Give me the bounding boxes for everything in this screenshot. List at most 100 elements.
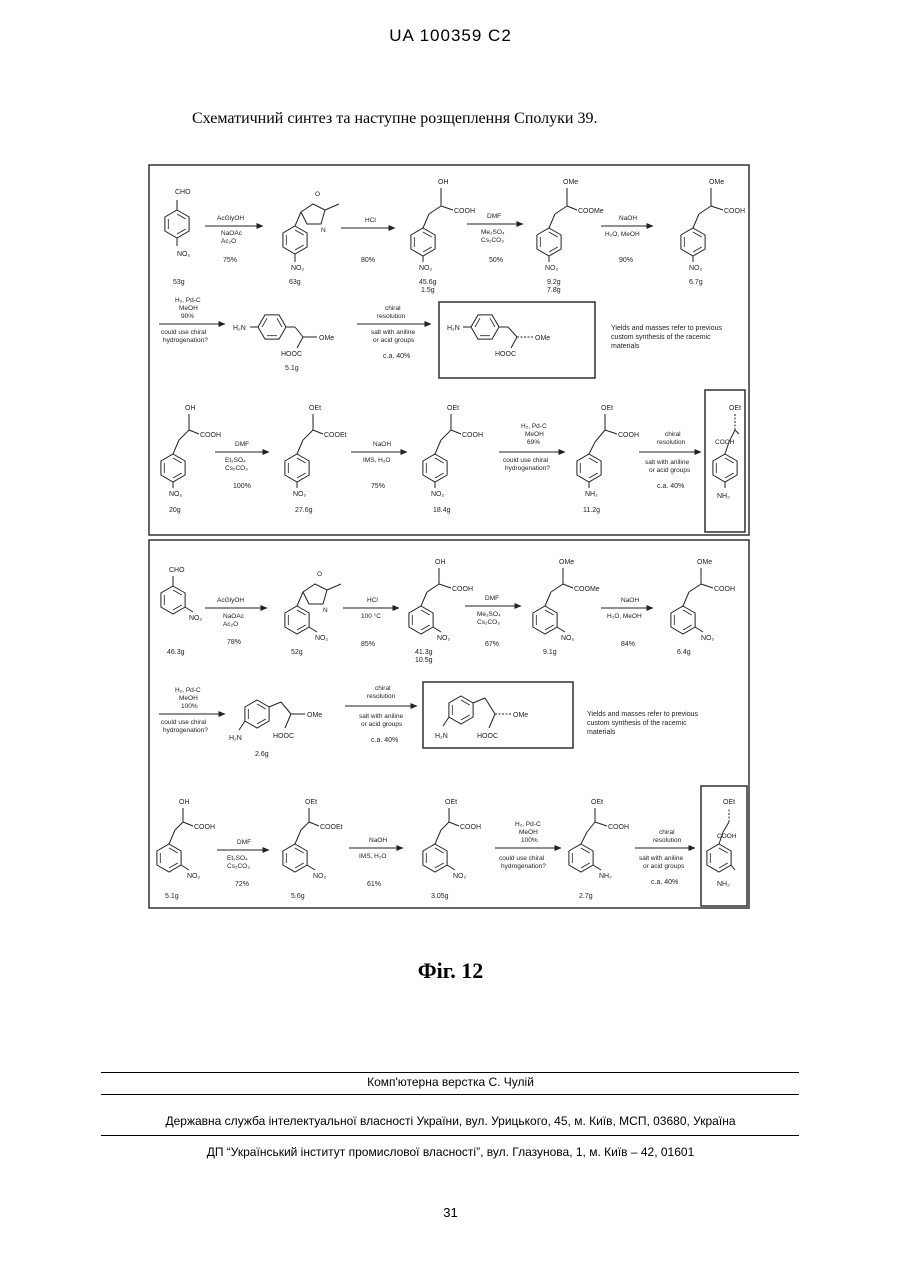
svg-text:NaOH: NaOH	[369, 837, 387, 844]
svg-text:OEt: OEt	[591, 799, 603, 806]
svg-text:OH: OH	[438, 179, 449, 186]
svg-text:18.4g: 18.4g	[433, 507, 451, 514]
svg-text:H₂N: H₂N	[447, 325, 460, 332]
svg-text:COOMe: COOMe	[578, 208, 604, 215]
svg-text:OMe: OMe	[563, 179, 578, 186]
svg-text:NO₂: NO₂	[169, 491, 183, 498]
svg-text:materials: materials	[587, 729, 616, 736]
svg-text:5.1g: 5.1g	[285, 365, 299, 372]
svg-text:11.2g: 11.2g	[583, 507, 600, 514]
figure-label: Фіг. 12	[0, 958, 901, 984]
svg-text:chiral: chiral	[385, 305, 401, 312]
svg-text:OH: OH	[435, 559, 446, 566]
svg-text:NH₂: NH₂	[599, 873, 612, 880]
svg-text:COOH: COOH	[200, 432, 221, 439]
svg-text:Ac₂O: Ac₂O	[221, 238, 236, 245]
svg-text:9.1g: 9.1g	[543, 649, 557, 656]
svg-text:20g: 20g	[169, 507, 181, 514]
svg-text:salt with aniline: salt with aniline	[645, 459, 689, 466]
svg-text:COOH: COOH	[715, 439, 735, 446]
svg-text:Cs₂CO₃: Cs₂CO₃	[477, 619, 500, 626]
svg-text:OMe: OMe	[535, 335, 550, 342]
svg-text:53g: 53g	[173, 279, 185, 286]
svg-text:OEt: OEt	[445, 799, 457, 806]
svg-text:IMS, H₂O: IMS, H₂O	[363, 457, 390, 464]
svg-text:OEt: OEt	[309, 405, 321, 412]
svg-text:could use chiral: could use chiral	[161, 329, 207, 336]
svg-text:OMe: OMe	[319, 335, 334, 342]
svg-text:hydrogenation?: hydrogenation?	[163, 727, 208, 734]
svg-text:Et₂SO₄: Et₂SO₄	[225, 457, 246, 464]
svg-text:c.a. 40%: c.a. 40%	[383, 353, 410, 360]
svg-text:COOH: COOH	[717, 833, 737, 840]
row-5: H₂, Pd-C MeOH 100% could use chiral hydr…	[159, 682, 699, 758]
footer-rule-1	[101, 1072, 799, 1073]
svg-text:HOOC: HOOC	[273, 733, 294, 740]
svg-text:NO₂: NO₂	[545, 265, 559, 272]
svg-text:OEt: OEt	[601, 405, 613, 412]
svg-text:DMF: DMF	[237, 839, 251, 846]
svg-text:could use chiral: could use chiral	[503, 457, 549, 464]
svg-text:H₂N: H₂N	[233, 325, 246, 332]
svg-text:COOEt: COOEt	[320, 824, 343, 831]
svg-text:3.05g: 3.05g	[431, 893, 449, 900]
svg-text:H₂O, MeOH: H₂O, MeOH	[605, 231, 640, 238]
svg-text:MeOH: MeOH	[519, 829, 538, 836]
svg-text:HCl: HCl	[367, 597, 378, 604]
svg-text:85%: 85%	[361, 641, 375, 648]
svg-text:OMe: OMe	[307, 712, 322, 719]
svg-text:custom synthesis of the racemi: custom synthesis of the racemic	[587, 720, 687, 727]
svg-text:COOH: COOH	[462, 432, 483, 439]
svg-text:NO₂: NO₂	[701, 635, 715, 642]
svg-text:52g: 52g	[291, 649, 303, 656]
svg-text:69%: 69%	[527, 439, 540, 446]
svg-text:could use chiral: could use chiral	[499, 855, 545, 862]
svg-text:75%: 75%	[371, 483, 385, 490]
svg-text:75%: 75%	[223, 257, 237, 264]
svg-text:materials: materials	[611, 343, 640, 350]
svg-text:90%: 90%	[181, 313, 194, 320]
svg-text:COOH: COOH	[452, 586, 473, 593]
svg-text:NH₂: NH₂	[717, 493, 730, 500]
svg-text:OEt: OEt	[305, 799, 317, 806]
svg-text:OEt: OEt	[723, 799, 735, 806]
svg-text:80%: 80%	[361, 257, 375, 264]
svg-text:OH: OH	[185, 405, 196, 412]
svg-text:c.a. 40%: c.a. 40%	[651, 879, 678, 886]
layout-credit: Комп'ютерна верстка С. Чулій	[0, 1075, 901, 1089]
svg-text:OMe: OMe	[559, 559, 574, 566]
svg-text:COOH: COOH	[714, 586, 735, 593]
svg-text:resolution: resolution	[367, 693, 396, 700]
svg-text:H₂N: H₂N	[435, 733, 448, 740]
svg-text:6.4g: 6.4g	[677, 649, 691, 656]
svg-text:NaOAc: NaOAc	[223, 613, 245, 620]
svg-text:IMS, H₂O: IMS, H₂O	[359, 853, 386, 860]
row-1: CHO NO₂ 53g AcGlyOH NaOAc Ac₂O 75% O N N…	[165, 179, 745, 294]
svg-text:OEt: OEt	[729, 405, 741, 412]
svg-text:45.6g: 45.6g	[419, 279, 437, 286]
svg-text:MeOH: MeOH	[525, 431, 544, 438]
svg-text:6.7g: 6.7g	[689, 279, 703, 286]
svg-text:72%: 72%	[235, 881, 249, 888]
svg-text:NO₂: NO₂	[689, 265, 703, 272]
svg-text:HOOC: HOOC	[281, 351, 302, 358]
svg-text:N: N	[323, 607, 328, 614]
svg-text:MeOH: MeOH	[179, 695, 198, 702]
svg-text:chiral: chiral	[665, 431, 681, 438]
svg-text:CHO: CHO	[169, 567, 185, 574]
svg-text:c.a. 40%: c.a. 40%	[371, 737, 398, 744]
agency-address: Державна служба інтелектуальної власност…	[0, 1114, 901, 1128]
svg-text:H₂N: H₂N	[229, 735, 242, 742]
svg-text:Me₂SO₄: Me₂SO₄	[477, 611, 501, 618]
row-4: CHO NO₂ 46.3g AcGlyOH NaOAc Ac₂O 78% O N…	[161, 559, 735, 664]
svg-text:Cs₂CO₃: Cs₂CO₃	[227, 863, 250, 870]
svg-text:Ac₂O: Ac₂O	[223, 621, 238, 628]
synthesis-scheme: CHO NO₂ 53g AcGlyOH NaOAc Ac₂O 75% O N N…	[145, 162, 753, 914]
svg-text:NO₂: NO₂	[561, 635, 575, 642]
svg-text:or acid groups: or acid groups	[649, 467, 691, 474]
svg-text:DMF: DMF	[487, 213, 501, 220]
svg-text:41.3g: 41.3g	[415, 649, 433, 656]
svg-text:resolution: resolution	[653, 837, 682, 844]
svg-text:NO₂: NO₂	[313, 873, 327, 880]
footer-rule-3	[101, 1135, 799, 1136]
